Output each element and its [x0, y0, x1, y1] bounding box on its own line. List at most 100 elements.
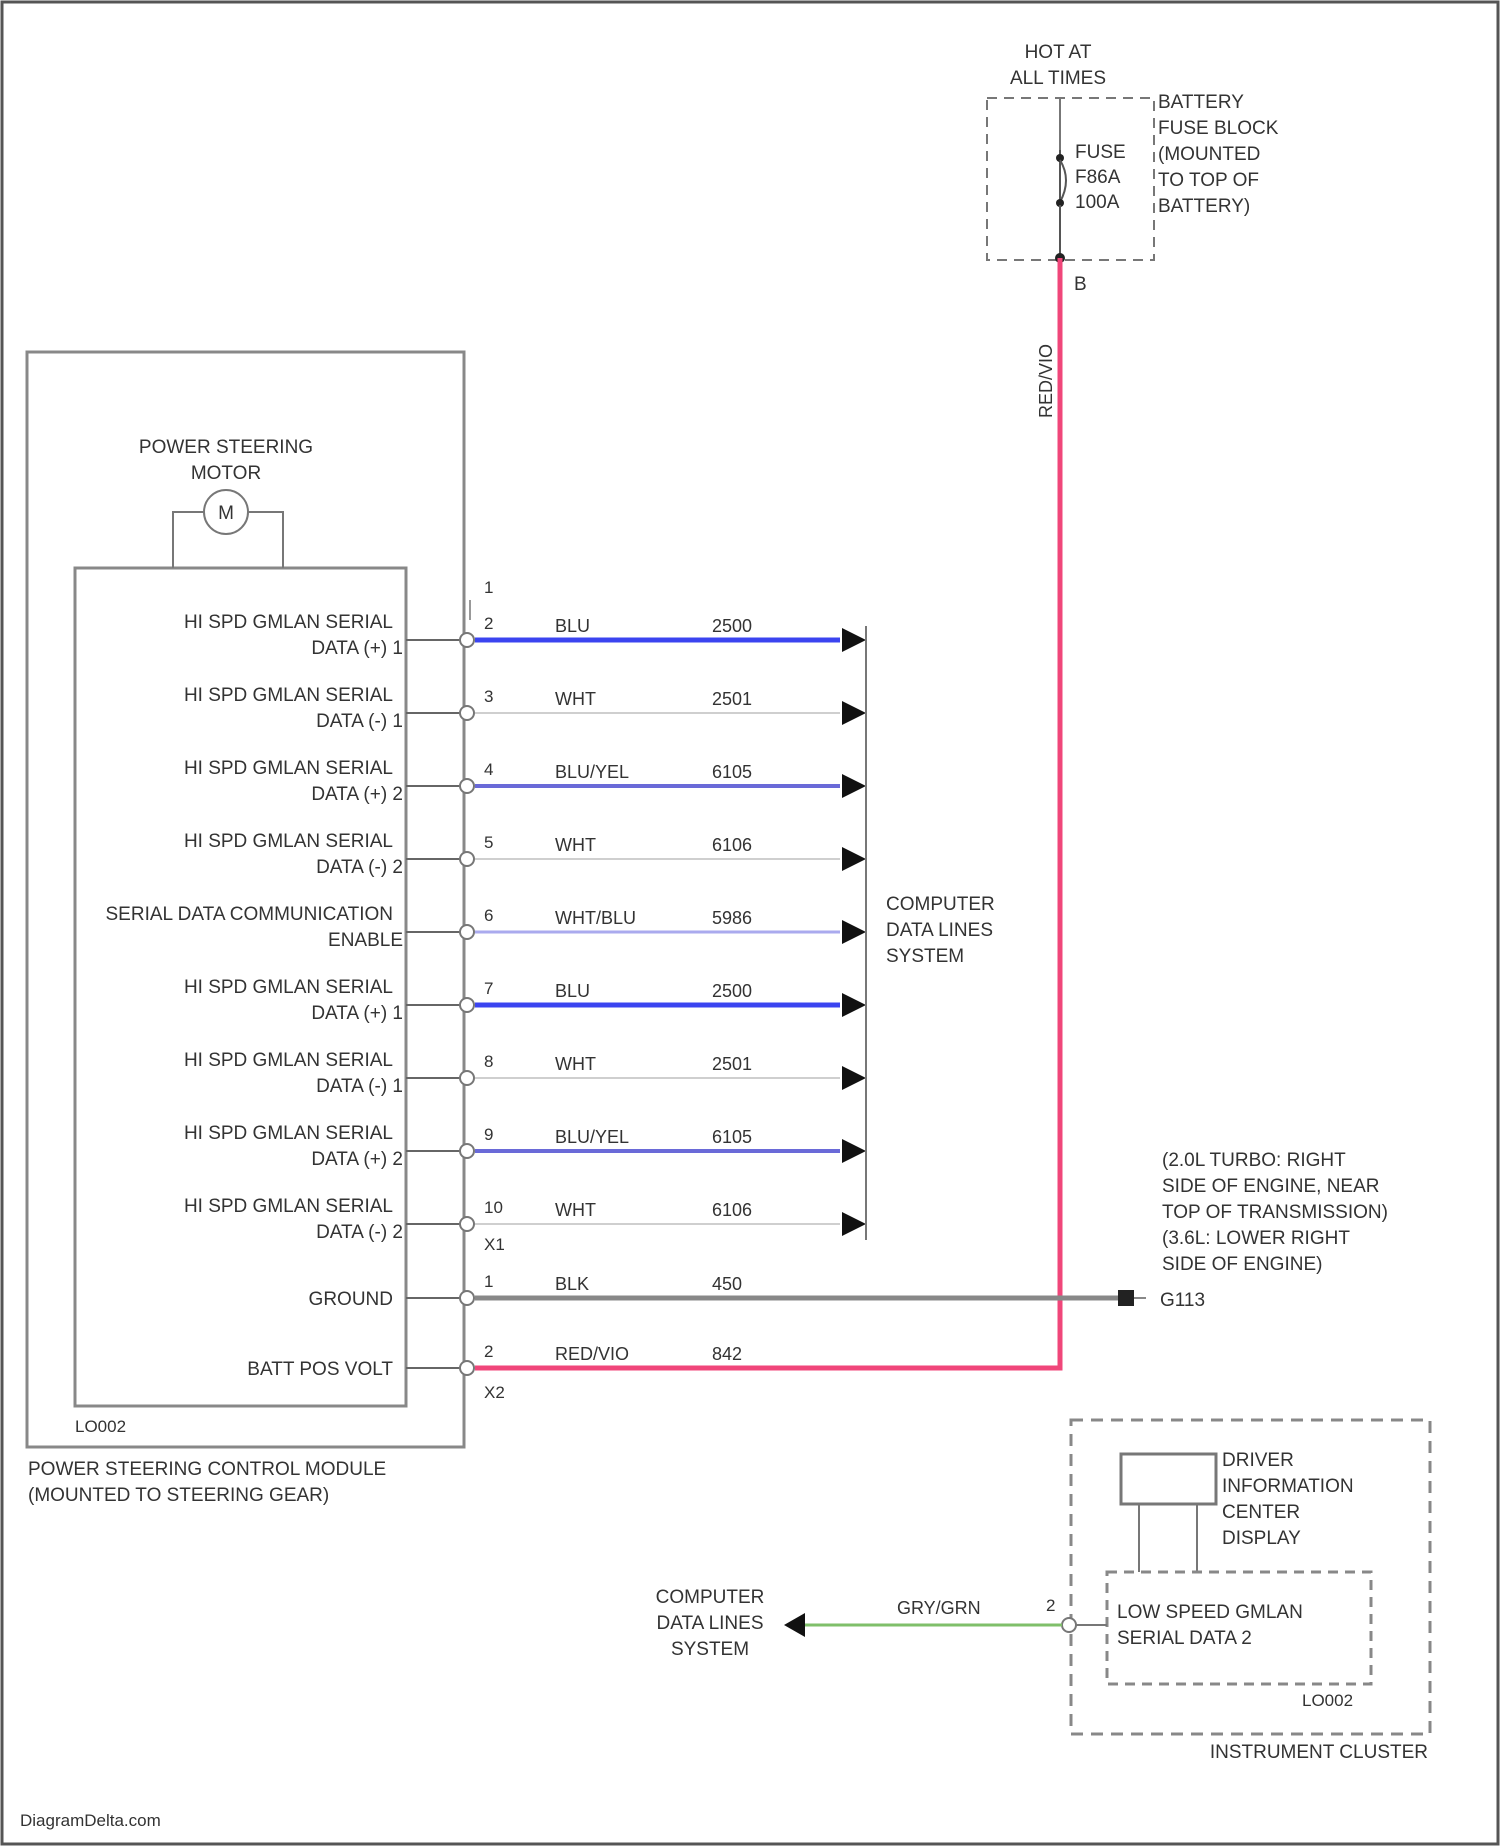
dic-label-4: DISPLAY [1222, 1528, 1301, 1549]
x1-wire-color: WHT/BLU [555, 908, 636, 928]
x1-wire-color: WHT [555, 1200, 596, 1220]
dic-label-3: CENTER [1222, 1502, 1300, 1523]
x1-row-pin-8: HI SPD GMLAN SERIALDATA (-) 18WHT2501 [184, 1050, 866, 1097]
connector-x2-label: X2 [484, 1383, 505, 1402]
cluster-pin-terminal [1062, 1618, 1076, 1632]
motor-label-2: MOTOR [191, 463, 261, 484]
data-dest-label-3: SYSTEM [886, 946, 964, 967]
x1-pin-number: 2 [484, 614, 493, 633]
cluster-dest-3: SYSTEM [671, 1639, 749, 1660]
serial-label-2: SERIAL DATA 2 [1117, 1628, 1252, 1649]
batt-pin-label: BATT POS VOLT [247, 1359, 393, 1380]
fuse-label-1: FUSE [1075, 142, 1126, 163]
x1-pin-label-line1: HI SPD GMLAN SERIAL [184, 612, 393, 633]
dic-label-1: DRIVER [1222, 1450, 1294, 1471]
x1-wire-arrow [842, 920, 866, 944]
x1-pin-label-line1: HI SPD GMLAN SERIAL [184, 1123, 393, 1144]
x1-pin-number: 3 [484, 687, 493, 706]
connector-x1-label: X1 [484, 1235, 505, 1254]
hot-label-1: HOT AT [1025, 42, 1092, 63]
x1-wire-circuit: 2501 [712, 1054, 752, 1074]
data-lines-destination: COMPUTER DATA LINES SYSTEM [866, 626, 995, 1240]
module-location-code: LO002 [75, 1417, 126, 1436]
x1-wire-arrow [842, 701, 866, 725]
x1-pin-terminal [460, 633, 474, 647]
x1-wire-color: WHT [555, 689, 596, 709]
instrument-cluster: DRIVER INFORMATION CENTER DISPLAY LOW SP… [656, 1420, 1430, 1763]
x1-pin-terminal [460, 852, 474, 866]
x1-pin-label-line2: DATA (+) 1 [311, 638, 403, 659]
x1-wire-arrow [842, 1139, 866, 1163]
x1-connector-rows: HI SPD GMLAN SERIAL DATA (+) 1 2 BLU 2500 HI … [106, 612, 867, 1243]
x1-pin-label-line2: DATA (+) 2 [311, 784, 403, 805]
x1-pin-terminal [460, 998, 474, 1012]
x1-pin-terminal [460, 779, 474, 793]
ground-id: G113 [1160, 1290, 1205, 1311]
block-label-2: FUSE BLOCK [1158, 118, 1279, 139]
ground-wire-circuit: 450 [712, 1274, 742, 1294]
x1-wire-color: BLU/YEL [555, 1127, 629, 1147]
block-label-1: BATTERY [1158, 92, 1244, 113]
ground-note-2: SIDE OF ENGINE, NEAR [1162, 1176, 1379, 1197]
ground-pin-terminal [460, 1291, 474, 1305]
x1-wire-color: WHT [555, 835, 596, 855]
x1-wire-circuit: 2500 [712, 981, 752, 1001]
x1-pin-terminal [460, 1217, 474, 1231]
x1-wire-circuit: 6106 [712, 835, 752, 855]
x1-pin-terminal [460, 1071, 474, 1085]
x1-pin-number: 6 [484, 906, 493, 925]
x1-pin-terminal [460, 706, 474, 720]
fuse-label-2: F86A [1075, 167, 1121, 188]
x1-wire-arrow [842, 628, 866, 652]
motor-label-1: POWER STEERING [139, 437, 313, 458]
hot-label-2: ALL TIMES [1010, 68, 1106, 89]
x1-wire-circuit: 6105 [712, 762, 752, 782]
ground-pin-number: 1 [484, 1272, 493, 1291]
x1-pin-terminal [460, 925, 474, 939]
ground-note-5: SIDE OF ENGINE) [1162, 1254, 1322, 1275]
dic-label-2: INFORMATION [1222, 1476, 1354, 1497]
x1-pin-label-line2: ENABLE [328, 930, 403, 951]
batt-pin-terminal [460, 1361, 474, 1375]
x1-pin-number: 10 [484, 1198, 503, 1217]
x2-connector-rows: GROUND 1 BLK 450 G113 (2.0L TURBO: RIGHT… [247, 1150, 1388, 1380]
batt-wire-circuit: 842 [712, 1344, 742, 1364]
cluster-dest-1: COMPUTER [656, 1587, 765, 1608]
x1-pin-label-line2: DATA (-) 2 [316, 1222, 403, 1243]
ground-note-4: (3.6L: LOWER RIGHT [1162, 1228, 1350, 1249]
footer-watermark: DiagramDelta.com [20, 1811, 161, 1830]
cluster-wire-color: GRY/GRN [897, 1598, 981, 1618]
x1-wire-circuit: 6105 [712, 1127, 752, 1147]
connector-pin1-label: 1 [484, 578, 493, 597]
x1-pin-label-line1: HI SPD GMLAN SERIAL [184, 977, 393, 998]
fuse-label-3: 100A [1075, 192, 1120, 213]
x1-pin-label-line1: HI SPD GMLAN SERIAL [184, 685, 393, 706]
x1-pin-number: 9 [484, 1125, 493, 1144]
battery-fuse-block: HOT AT ALL TIMES FUSE F86A 100A BATTERY … [987, 42, 1279, 295]
x1-pin-label-line1: HI SPD GMLAN SERIAL [184, 758, 393, 779]
x1-pin-label-line2: DATA (+) 2 [311, 1149, 403, 1170]
x1-pin-number: 8 [484, 1052, 493, 1071]
x1-wire-circuit: 2500 [712, 616, 752, 636]
x1-wire-circuit: 5986 [712, 908, 752, 928]
x1-wire-arrow [842, 1212, 866, 1236]
batt-pin-number: 2 [484, 1342, 493, 1361]
power-steering-control-module: POWER STEERING MOTOR M LO002 POWER STEER… [27, 352, 505, 1506]
block-label-4: TO TOP OF [1158, 170, 1259, 191]
x1-pin-label-line2: DATA (+) 1 [311, 1003, 403, 1024]
terminal-b-label: B [1074, 274, 1087, 295]
dic-display-icon [1121, 1454, 1216, 1504]
battery-wire-color-label: RED/VIO [1036, 344, 1056, 418]
x1-wire-color: BLU [555, 616, 590, 636]
batt-wire-color: RED/VIO [555, 1344, 629, 1364]
x1-wire-arrow [842, 774, 866, 798]
serial-label-1: LOW SPEED GMLAN [1117, 1602, 1303, 1623]
x1-pin-label-line2: DATA (-) 1 [316, 1076, 403, 1097]
block-label-5: BATTERY) [1158, 196, 1250, 217]
x1-wire-circuit: 2501 [712, 689, 752, 709]
cluster-dest-2: DATA LINES [657, 1613, 764, 1634]
